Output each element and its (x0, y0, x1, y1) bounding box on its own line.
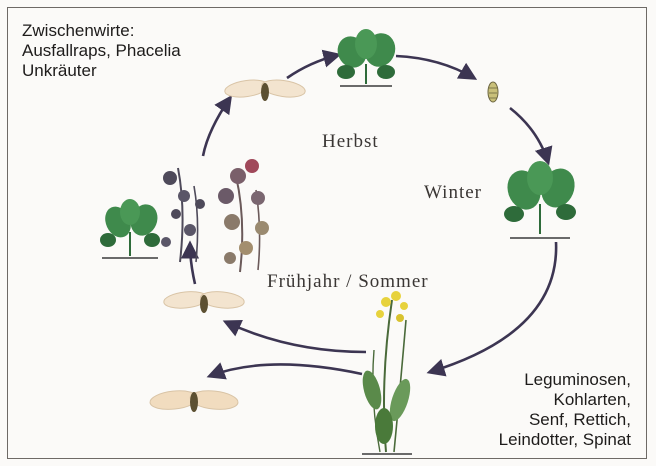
crop-plants-line: Kohlarten, (499, 390, 631, 410)
flowering-crop-icon (359, 291, 414, 454)
host-plants-line: Ausfallraps, Phacelia (22, 41, 181, 61)
spring-plant-icon (100, 199, 162, 258)
moth-icon (163, 290, 245, 313)
arrow-larva-to-winter-plant (510, 108, 548, 162)
winter-plant-icon (502, 161, 580, 238)
arrow-moth-to-autumn-plant (287, 55, 338, 78)
crop-plants-line: Senf, Rettich, (499, 410, 631, 430)
larva-icon (488, 82, 498, 102)
arrow-plant-to-larva (396, 56, 474, 78)
moth-icon (149, 389, 239, 412)
arrow-crops-to-emigrating-moth (210, 364, 362, 376)
season-label-autumn: Herbst (322, 131, 379, 153)
host-plants-text: Zwischenwirte: Ausfallraps, Phacelia Unk… (22, 21, 181, 81)
arrow-plant-to-top-moth (203, 98, 230, 156)
season-label-spring-summer: Frühjahr / Sommer (267, 271, 429, 293)
host-plants-title: Zwischenwirte: (22, 21, 181, 41)
season-label-winter: Winter (424, 182, 482, 204)
crop-plants-line: Leguminosen, (499, 370, 631, 390)
arrow-crops-to-moth (226, 322, 366, 352)
moth-icon (224, 78, 307, 101)
crop-plants-text: Leguminosen, Kohlarten, Senf, Rettich, L… (499, 370, 631, 450)
crop-plants-line: Leindotter, Spinat (499, 430, 631, 450)
arrow-moth-to-weeds (190, 244, 195, 284)
cycle-arrows (190, 55, 556, 376)
host-weeds-icon (161, 159, 269, 272)
arrow-winter-to-crops (430, 242, 556, 372)
host-plants-line: Unkräuter (22, 61, 181, 81)
autumn-plant-icon (333, 29, 400, 86)
